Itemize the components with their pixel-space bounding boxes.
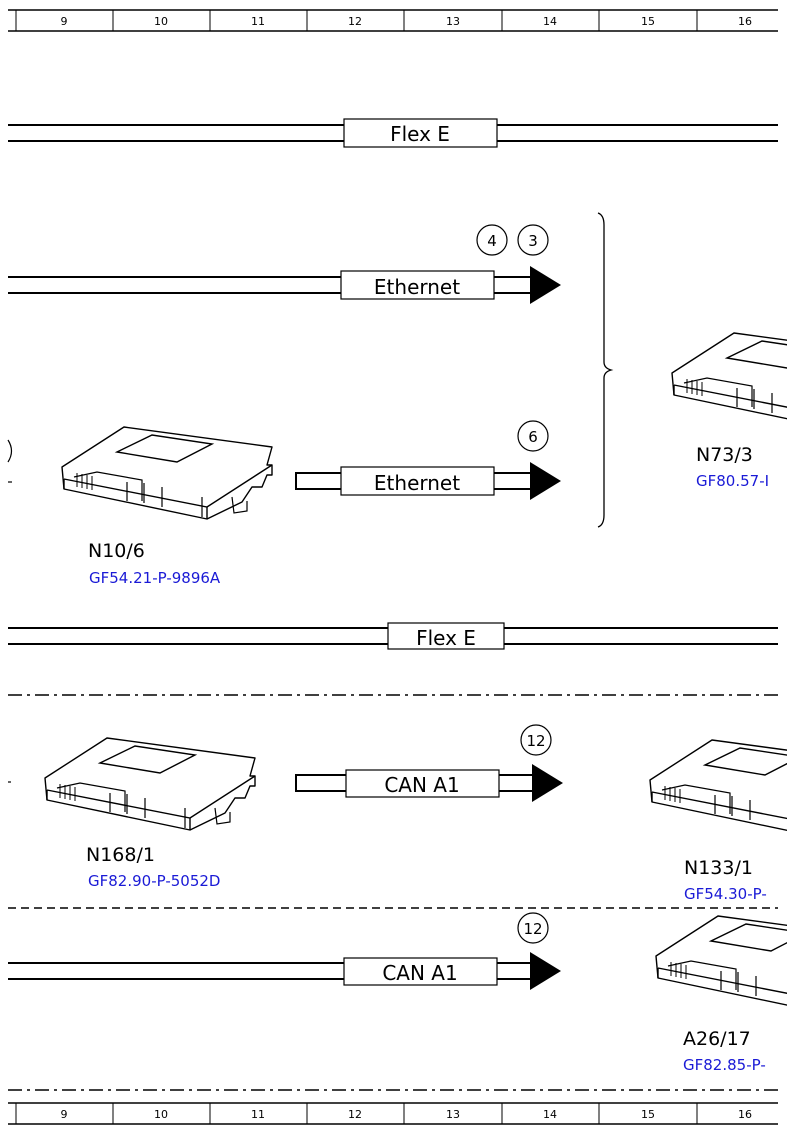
n168-1-control-unit[interactable] xyxy=(44,737,256,831)
arrow-head-icon xyxy=(532,764,563,802)
marker-3: 3 xyxy=(517,224,549,256)
can-a1-line-1: CAN A1 xyxy=(295,764,563,802)
flex-e-bus-top: Flex E xyxy=(8,118,778,148)
grid-label: 16 xyxy=(738,1108,752,1121)
grid-ruler-top: 9 10 11 12 13 14 15 16 xyxy=(8,9,778,32)
marker-label: 3 xyxy=(528,232,538,250)
can-a1-line-2: CAN A1 xyxy=(8,952,561,990)
marker-label: 4 xyxy=(487,232,497,250)
marker-label: 12 xyxy=(523,920,542,938)
marker-12-a: 12 xyxy=(520,724,552,756)
grid-label: 11 xyxy=(251,15,265,28)
grid-label: 14 xyxy=(543,1108,557,1121)
arrow-head-icon xyxy=(530,266,561,304)
marker-4: 4 xyxy=(476,224,508,256)
grouping-brace xyxy=(597,212,614,528)
bus-label: CAN A1 xyxy=(384,773,459,797)
grid-label: 10 xyxy=(154,15,168,28)
component-name: N10/6 xyxy=(88,540,145,562)
bus-label: Flex E xyxy=(416,626,476,650)
component-link[interactable]: GF82.85-P- xyxy=(683,1056,766,1074)
grid-label: 9 xyxy=(61,15,68,28)
flex-e-bus-mid: Flex E xyxy=(8,622,778,650)
marker-label: 12 xyxy=(526,732,545,750)
arrow-head-icon xyxy=(530,462,561,500)
grid-label: 11 xyxy=(251,1108,265,1121)
component-link[interactable]: GF82.90-P-5052D xyxy=(88,872,220,890)
n133-1-control-unit[interactable] xyxy=(649,739,787,833)
bus-label: Ethernet xyxy=(374,471,460,495)
a26-17-control-unit[interactable] xyxy=(655,915,787,1009)
grid-label: 13 xyxy=(446,15,460,28)
arrow-head-icon xyxy=(530,952,561,990)
bus-label: Ethernet xyxy=(374,275,460,299)
component-name: N73/3 xyxy=(696,444,753,466)
grid-label: 16 xyxy=(738,15,752,28)
component-link[interactable]: GF54.21-P-9896A xyxy=(89,569,221,587)
grid-label: 13 xyxy=(446,1108,460,1121)
ethernet-line-2: Ethernet xyxy=(295,462,561,500)
grid-label: 12 xyxy=(348,15,362,28)
component-name: A26/17 xyxy=(683,1028,751,1050)
grid-label: 15 xyxy=(641,15,655,28)
component-link[interactable]: GF54.30-P- xyxy=(684,885,767,903)
n10-6-control-unit[interactable] xyxy=(61,426,273,520)
partial-mark xyxy=(7,439,13,463)
grid-label: 15 xyxy=(641,1108,655,1121)
component-name: N133/1 xyxy=(684,857,753,879)
marker-12-b: 12 xyxy=(517,912,549,944)
bus-label: Flex E xyxy=(390,122,450,146)
component-name: N168/1 xyxy=(86,844,155,866)
bus-label: CAN A1 xyxy=(382,961,457,985)
component-link[interactable]: GF80.57-I xyxy=(696,472,769,490)
grid-label: 10 xyxy=(154,1108,168,1121)
marker-6: 6 xyxy=(517,420,549,452)
grid-ruler-bottom: 9 10 11 12 13 14 15 16 xyxy=(8,1102,778,1125)
marker-label: 6 xyxy=(528,428,538,446)
grid-label: 12 xyxy=(348,1108,362,1121)
ethernet-line-1: Ethernet xyxy=(8,266,561,304)
grid-label: 14 xyxy=(543,15,557,28)
n73-3-control-unit[interactable] xyxy=(671,332,787,426)
grid-label: 9 xyxy=(61,1108,68,1121)
